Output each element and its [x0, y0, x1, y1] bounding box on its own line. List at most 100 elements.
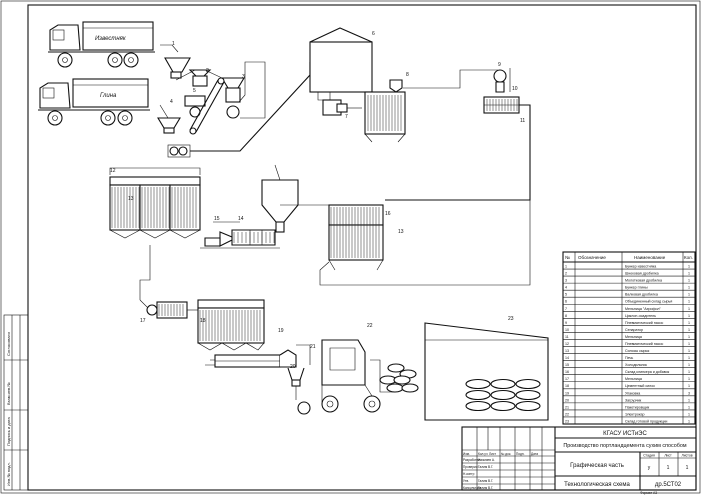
tb-section: Графическая часть: [570, 463, 624, 469]
eq-label-6: 6: [372, 31, 375, 37]
tb-name-1: Назмиев А.: [478, 458, 495, 462]
flow-lines-left: [139, 245, 170, 311]
truck-limestone-label: Известняк: [95, 36, 127, 42]
kiln-system: [200, 164, 329, 249]
spec-row-qty: 1: [688, 300, 690, 304]
tb-stage-header: Стадия: [643, 454, 655, 458]
spec-row-qty: 1: [688, 384, 690, 388]
cement-mill: [146, 301, 198, 319]
stamp-inv-podl: Инв.№ подл.: [6, 462, 11, 486]
spec-row-qty: 1: [688, 398, 690, 402]
spec-row-num: 9: [565, 321, 567, 325]
spec-header-num: №: [565, 255, 570, 260]
tb-role-4: Утв.: [463, 479, 469, 483]
tb-role-3: Н.контр: [463, 472, 475, 476]
truck-clay: Глина: [38, 78, 150, 126]
spec-row-num: 23: [565, 419, 569, 423]
tb-col-kol: Кол.уч: [478, 452, 488, 456]
truck-limestone: Известняк: [48, 21, 155, 68]
spec-row-qty: 1: [688, 363, 690, 367]
spec-row-qty: 1: [688, 377, 690, 381]
spec-header-qty: Кол.: [684, 255, 693, 260]
spec-row-name: Сепаратор: [625, 328, 643, 332]
eq-label-8: 8: [406, 72, 409, 78]
spec-row-qty: 1: [688, 307, 690, 311]
spec-row-qty: 1: [688, 272, 690, 276]
tb-sheet-header: Лист: [664, 454, 672, 458]
eq-label-7: 7: [345, 114, 348, 120]
eq-label-12: 12: [110, 168, 116, 174]
eq-label-20: 20: [290, 364, 296, 370]
spec-row-name: Объединенный склад сырья: [625, 300, 672, 304]
spec-row-num: 8: [565, 314, 567, 318]
hatching: [111, 95, 518, 341]
truck-clay-label: Глина: [100, 93, 117, 99]
tb-role-5: Консультант: [463, 486, 482, 490]
spec-row-name: Пневматический насос: [625, 342, 664, 346]
spec-row-num: 4: [565, 286, 567, 290]
spec-row-qty: 1: [688, 293, 690, 297]
spec-row-num: 12: [565, 342, 569, 346]
aerofall-mill-and-cyclone: [364, 79, 406, 143]
spec-row-name: Бункер глины: [625, 286, 648, 290]
stamp-vzam: Взам.инв.№: [6, 382, 11, 405]
tb-project-title: Производство портландцемента сухим спосо…: [563, 443, 686, 449]
spec-row-qty: 1: [688, 412, 690, 416]
tb-code: др.5СТ02: [655, 482, 682, 488]
spec-row-num: 13: [565, 349, 569, 353]
drawing-frame: [27, 4, 697, 491]
spec-row-name: Молотковая дробилка: [625, 279, 662, 283]
spec-row-qty: 1: [688, 349, 690, 353]
stamp-podpis: Подпись и дата: [6, 416, 11, 446]
separator-and-mill: [385, 68, 531, 201]
spec-row-name: Мельница: [625, 335, 642, 339]
spec-row-qty: 3: [688, 391, 690, 395]
spec-row-num: 2: [565, 272, 567, 276]
tb-name-5: Галим В.Г.: [478, 486, 493, 490]
tb-name-4: Галим В.Г.: [478, 479, 493, 483]
spec-row-qty: 1: [688, 279, 690, 283]
spec-row-name: Шнековая дробилка: [625, 272, 659, 276]
tb-sheets: 1: [686, 465, 689, 471]
spec-row-num: 14: [565, 356, 569, 360]
spec-row-name: Пакетировщик: [625, 405, 650, 409]
spec-row-qty: 1: [688, 405, 690, 409]
clinker-silos: [109, 167, 201, 239]
spec-row-name: Мельница "Аэрофол": [625, 307, 661, 311]
eq-label-13b: 13: [398, 229, 404, 235]
eq-label-10: 10: [512, 86, 518, 92]
tb-col-doc: № док.: [501, 452, 511, 456]
spec-row-num: 16: [565, 370, 569, 374]
eq-label-15: 15: [214, 216, 220, 222]
spec-row-num: 20: [565, 398, 569, 402]
spec-row-name: Мельница: [625, 377, 642, 381]
raw-material-feeders: [157, 44, 311, 158]
spec-row-num: 3: [565, 279, 567, 283]
eq-label-5: 5: [193, 88, 196, 94]
tb-sheet: 1: [667, 465, 670, 471]
spec-row-qty: 1: [688, 264, 690, 268]
eq-label-18: 18: [200, 318, 206, 324]
spec-row-name: Склад клинкера и добавок: [625, 370, 670, 374]
spec-row-name: Электрокар: [625, 412, 644, 416]
left-stamp-block: Инв.№ подл. Подпись и дата Взам.инв.№ Со…: [3, 314, 29, 491]
spec-row-num: 1: [565, 264, 567, 268]
spec-row-num: 11: [565, 335, 569, 339]
spec-row-num: 15: [565, 363, 569, 367]
spec-row-qty: 1: [688, 328, 690, 332]
eq-label-13: 13: [128, 196, 134, 202]
eq-label-17: 17: [140, 318, 146, 324]
tb-col-izm: Изм.: [463, 452, 470, 456]
spec-row-name: Загрузчик: [625, 398, 642, 402]
spec-row-qty: 1: [688, 419, 690, 423]
spec-row-num: 22: [565, 412, 569, 416]
spec-row-num: 21: [565, 405, 569, 409]
eq-label-1: 1: [172, 41, 175, 47]
spec-row-qty: 1: [688, 314, 690, 318]
tb-role-1: Разработал: [463, 458, 480, 462]
spec-row-name: Силосы сырья: [625, 349, 649, 353]
eq-label-11: 11: [520, 118, 525, 124]
spec-row-num: 17: [565, 377, 569, 381]
